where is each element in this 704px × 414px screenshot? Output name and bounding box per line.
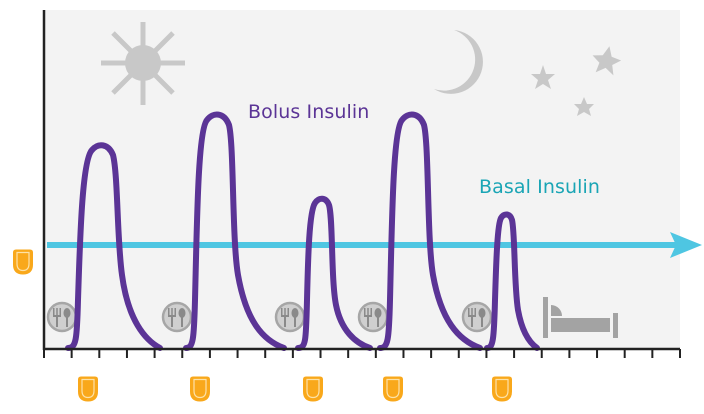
moon-icon bbox=[434, 30, 483, 94]
fork-spoon-icon bbox=[161, 301, 193, 333]
insulin-dose-icon bbox=[78, 376, 98, 402]
star-icon bbox=[531, 46, 622, 116]
insulin-dose-icon bbox=[383, 376, 403, 402]
insulin-dose-icon bbox=[303, 376, 323, 402]
sun-icon bbox=[101, 22, 185, 105]
insulin-dose-icon bbox=[13, 249, 33, 275]
x-axis-ticks bbox=[43, 349, 681, 358]
meal-icons bbox=[46, 301, 493, 333]
insulin-dose-icon bbox=[492, 376, 512, 402]
insulin-dose-icon bbox=[190, 376, 210, 402]
bolus-insulin-label: Bolus Insulin bbox=[248, 101, 370, 123]
bolus-insulin-curve bbox=[65, 111, 540, 351]
fork-spoon-icon bbox=[46, 301, 78, 333]
fork-spoon-icon bbox=[461, 301, 493, 333]
basal-insulin-label: Basal Insulin bbox=[479, 176, 601, 198]
bed-icon bbox=[543, 297, 618, 338]
insulin-dose-markers bbox=[13, 249, 512, 402]
basal-insulin-arrow bbox=[47, 232, 702, 258]
fork-spoon-icon bbox=[274, 301, 306, 333]
fork-spoon-icon bbox=[357, 301, 389, 333]
